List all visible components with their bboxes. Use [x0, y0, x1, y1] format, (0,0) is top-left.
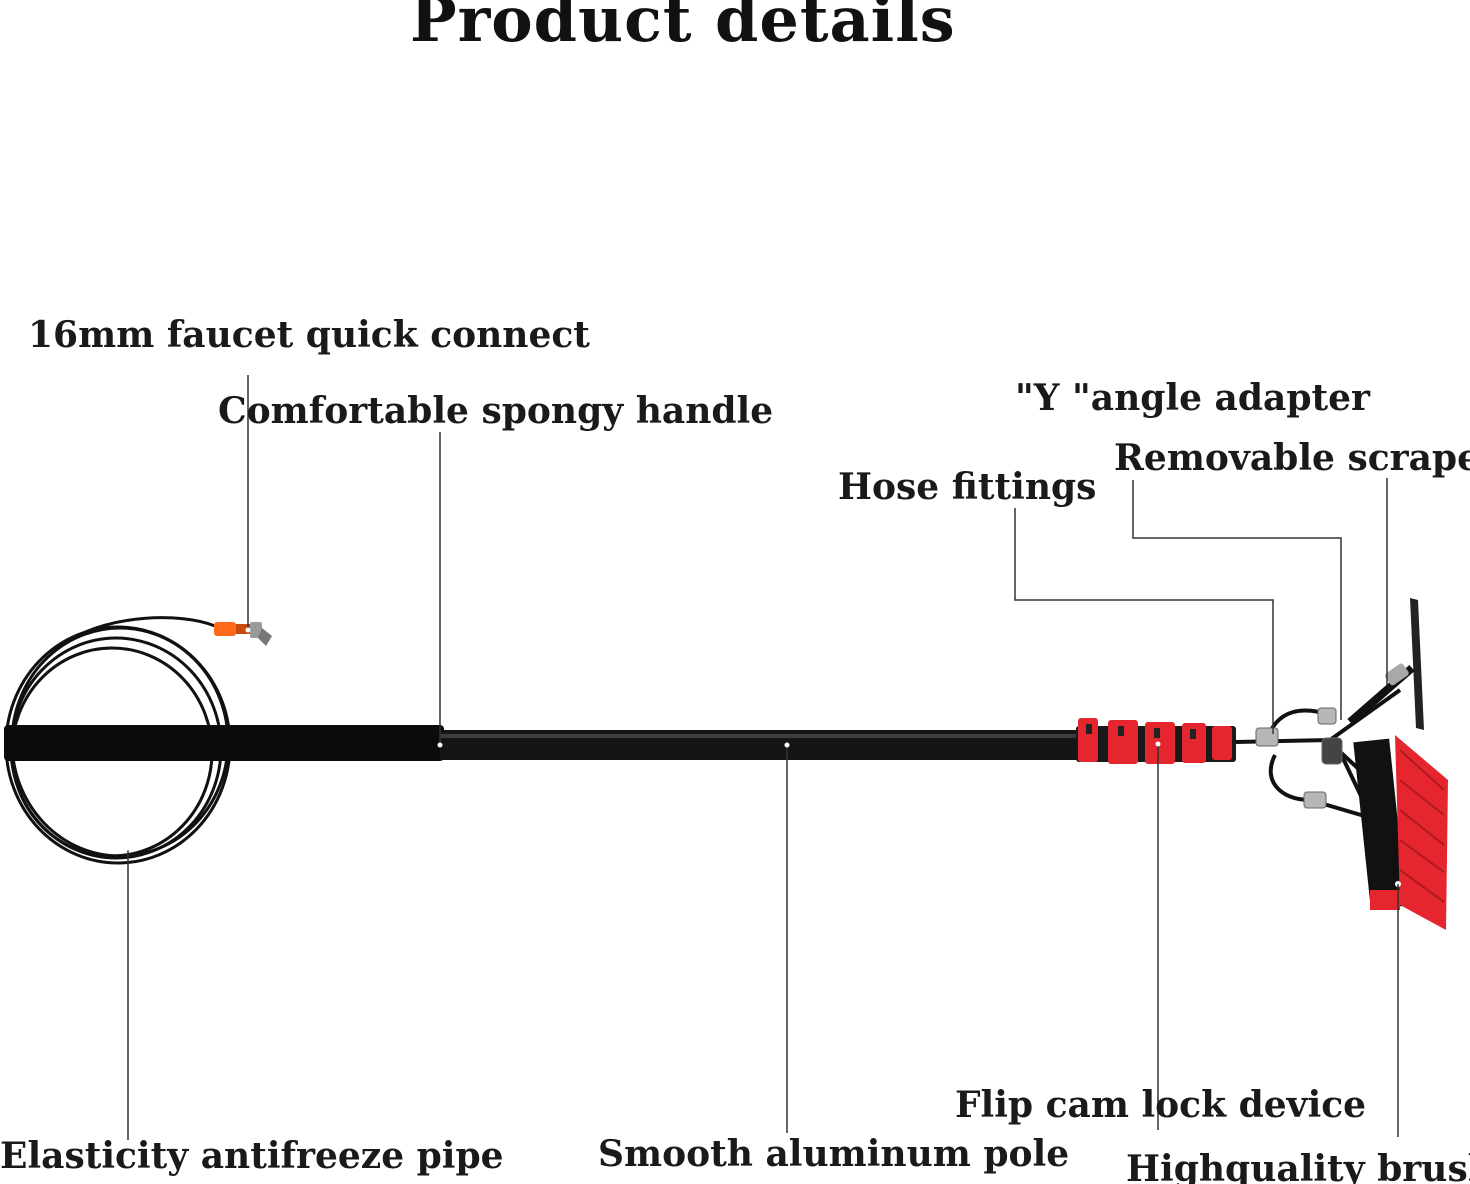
page-title: Product details — [410, 0, 956, 56]
label-aluminum-pole: Smooth aluminum pole — [598, 1133, 1070, 1175]
brass-fittings — [1255, 707, 1343, 809]
label-antifreeze-pipe: Elasticity antifreeze pipe — [0, 1135, 504, 1177]
label-y-angle-adapter: "Y "angle adapter — [1015, 377, 1371, 419]
label-spongy-handle: Comfortable spongy handle — [218, 390, 774, 432]
label-removable-scraper: Removable scraper — [1114, 437, 1470, 479]
leader-lines — [127, 375, 1399, 1140]
flip-cam-lock-assembly — [1076, 718, 1236, 764]
label-faucet-quick-connect: 16mm faucet quick connect — [28, 314, 590, 356]
label-flip-cam-lock: Flip cam lock device — [955, 1084, 1367, 1126]
label-highquality-brush: Highquality brush — [1126, 1148, 1470, 1184]
leader-dots — [125, 627, 1161, 851]
label-hose-fittings: Hose fittings — [838, 466, 1097, 508]
spongy-handle — [4, 725, 444, 761]
faucet-connector — [214, 622, 272, 646]
removable-scraper — [1347, 598, 1424, 730]
brush-head — [1353, 735, 1448, 930]
